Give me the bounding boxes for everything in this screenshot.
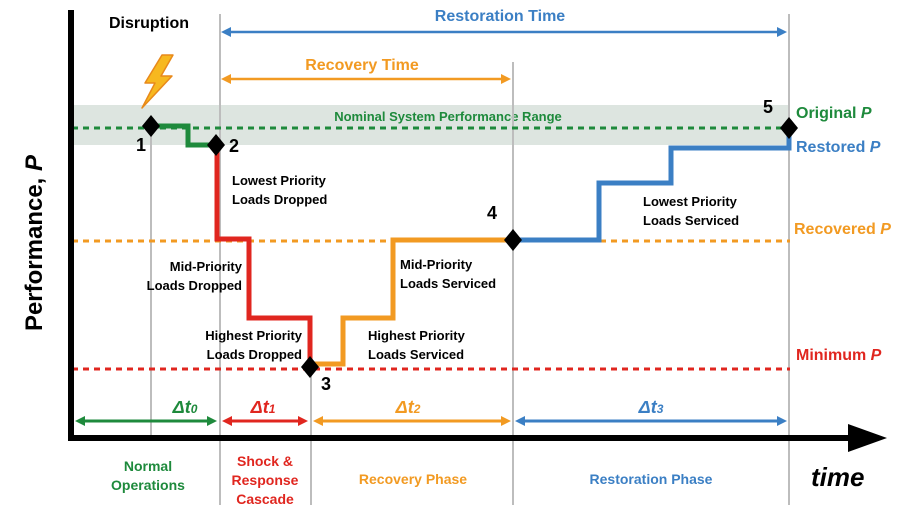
svg-text:Lowest Priority: Lowest Priority: [643, 194, 738, 209]
original-p-label: Original P: [796, 105, 872, 122]
nominal-performance-band: [72, 105, 790, 145]
event-markers: [142, 115, 798, 378]
point-4-label: 4: [487, 203, 497, 223]
nominal-band-label: Nominal System Performance Range: [334, 109, 562, 124]
svg-text:Loads Serviced: Loads Serviced: [368, 347, 464, 362]
annotation-highest-serviced: Highest Priority Loads Serviced: [368, 328, 466, 362]
svg-text:Highest Priority: Highest Priority: [368, 328, 466, 343]
svg-text:Normal: Normal: [124, 458, 172, 474]
delta-t2-label: Δt2: [395, 397, 421, 417]
phase-restoration: Restoration Phase: [590, 471, 713, 487]
curve-shock-segment: [214, 145, 313, 367]
svg-text:Operations: Operations: [111, 477, 185, 493]
lightning-icon: [141, 54, 174, 109]
svg-text:Loads Dropped: Loads Dropped: [232, 192, 327, 207]
point-5-label: 5: [763, 97, 773, 117]
annotation-mid-dropped: Mid-Priority Loads Dropped: [147, 259, 243, 293]
svg-text:Loads Dropped: Loads Dropped: [147, 278, 242, 293]
curve-normal-segment: [151, 123, 217, 148]
svg-text:Response: Response: [232, 472, 299, 488]
point-4-marker: [504, 229, 522, 251]
recovery-time-label: Recovery Time: [305, 57, 419, 74]
annotation-highest-dropped: Highest Priority Loads Dropped: [205, 328, 303, 362]
svg-text:Loads Serviced: Loads Serviced: [643, 213, 739, 228]
x-axis-label: time: [811, 462, 864, 492]
point-5-marker: [780, 117, 798, 139]
point-1-marker: [142, 115, 160, 137]
restoration-time-label: Restoration Time: [435, 8, 566, 25]
minimum-p-label: Minimum P: [796, 347, 882, 364]
point-1-label: 1: [136, 135, 146, 155]
svg-text:Mid-Priority: Mid-Priority: [170, 259, 243, 274]
svg-text:Loads Dropped: Loads Dropped: [207, 347, 302, 362]
svg-text:Lowest Priority: Lowest Priority: [232, 173, 327, 188]
annotation-mid-serviced: Mid-Priority Loads Serviced: [400, 257, 496, 291]
annotation-lowest-serviced: Lowest Priority Loads Serviced: [643, 194, 739, 228]
svg-text:Mid-Priority: Mid-Priority: [400, 257, 473, 272]
point-2-label: 2: [229, 136, 239, 156]
x-axis-arrowhead: [848, 424, 887, 452]
svg-text:Loads Serviced: Loads Serviced: [400, 276, 496, 291]
svg-text:Cascade: Cascade: [236, 491, 294, 505]
delta-t1-label: Δt1: [250, 397, 276, 417]
phase-normal-operations: Normal Operations: [111, 458, 185, 493]
point-2-marker: [207, 134, 225, 156]
phase-shock-response-cascade: Shock & Response Cascade: [232, 453, 299, 505]
point-3-label: 3: [321, 374, 331, 394]
recovered-p-label: Recovered P: [794, 221, 891, 238]
svg-text:Shock &: Shock &: [237, 453, 293, 469]
annotation-lowest-dropped: Lowest Priority Loads Dropped: [232, 173, 327, 207]
point-3-marker: [301, 356, 319, 378]
restored-p-label: Restored P: [796, 139, 881, 156]
delta-t0-label: Δt0: [172, 397, 198, 417]
phase-recovery: Recovery Phase: [359, 471, 467, 487]
delta-t3-label: Δt3: [638, 397, 664, 417]
svg-text:Highest Priority: Highest Priority: [205, 328, 303, 343]
curve-recovery-segment: [310, 237, 513, 367]
curve-restoration-segment: [513, 129, 792, 243]
y-axis-label: Performance, P: [21, 154, 48, 331]
disruption-label: Disruption: [109, 15, 189, 32]
